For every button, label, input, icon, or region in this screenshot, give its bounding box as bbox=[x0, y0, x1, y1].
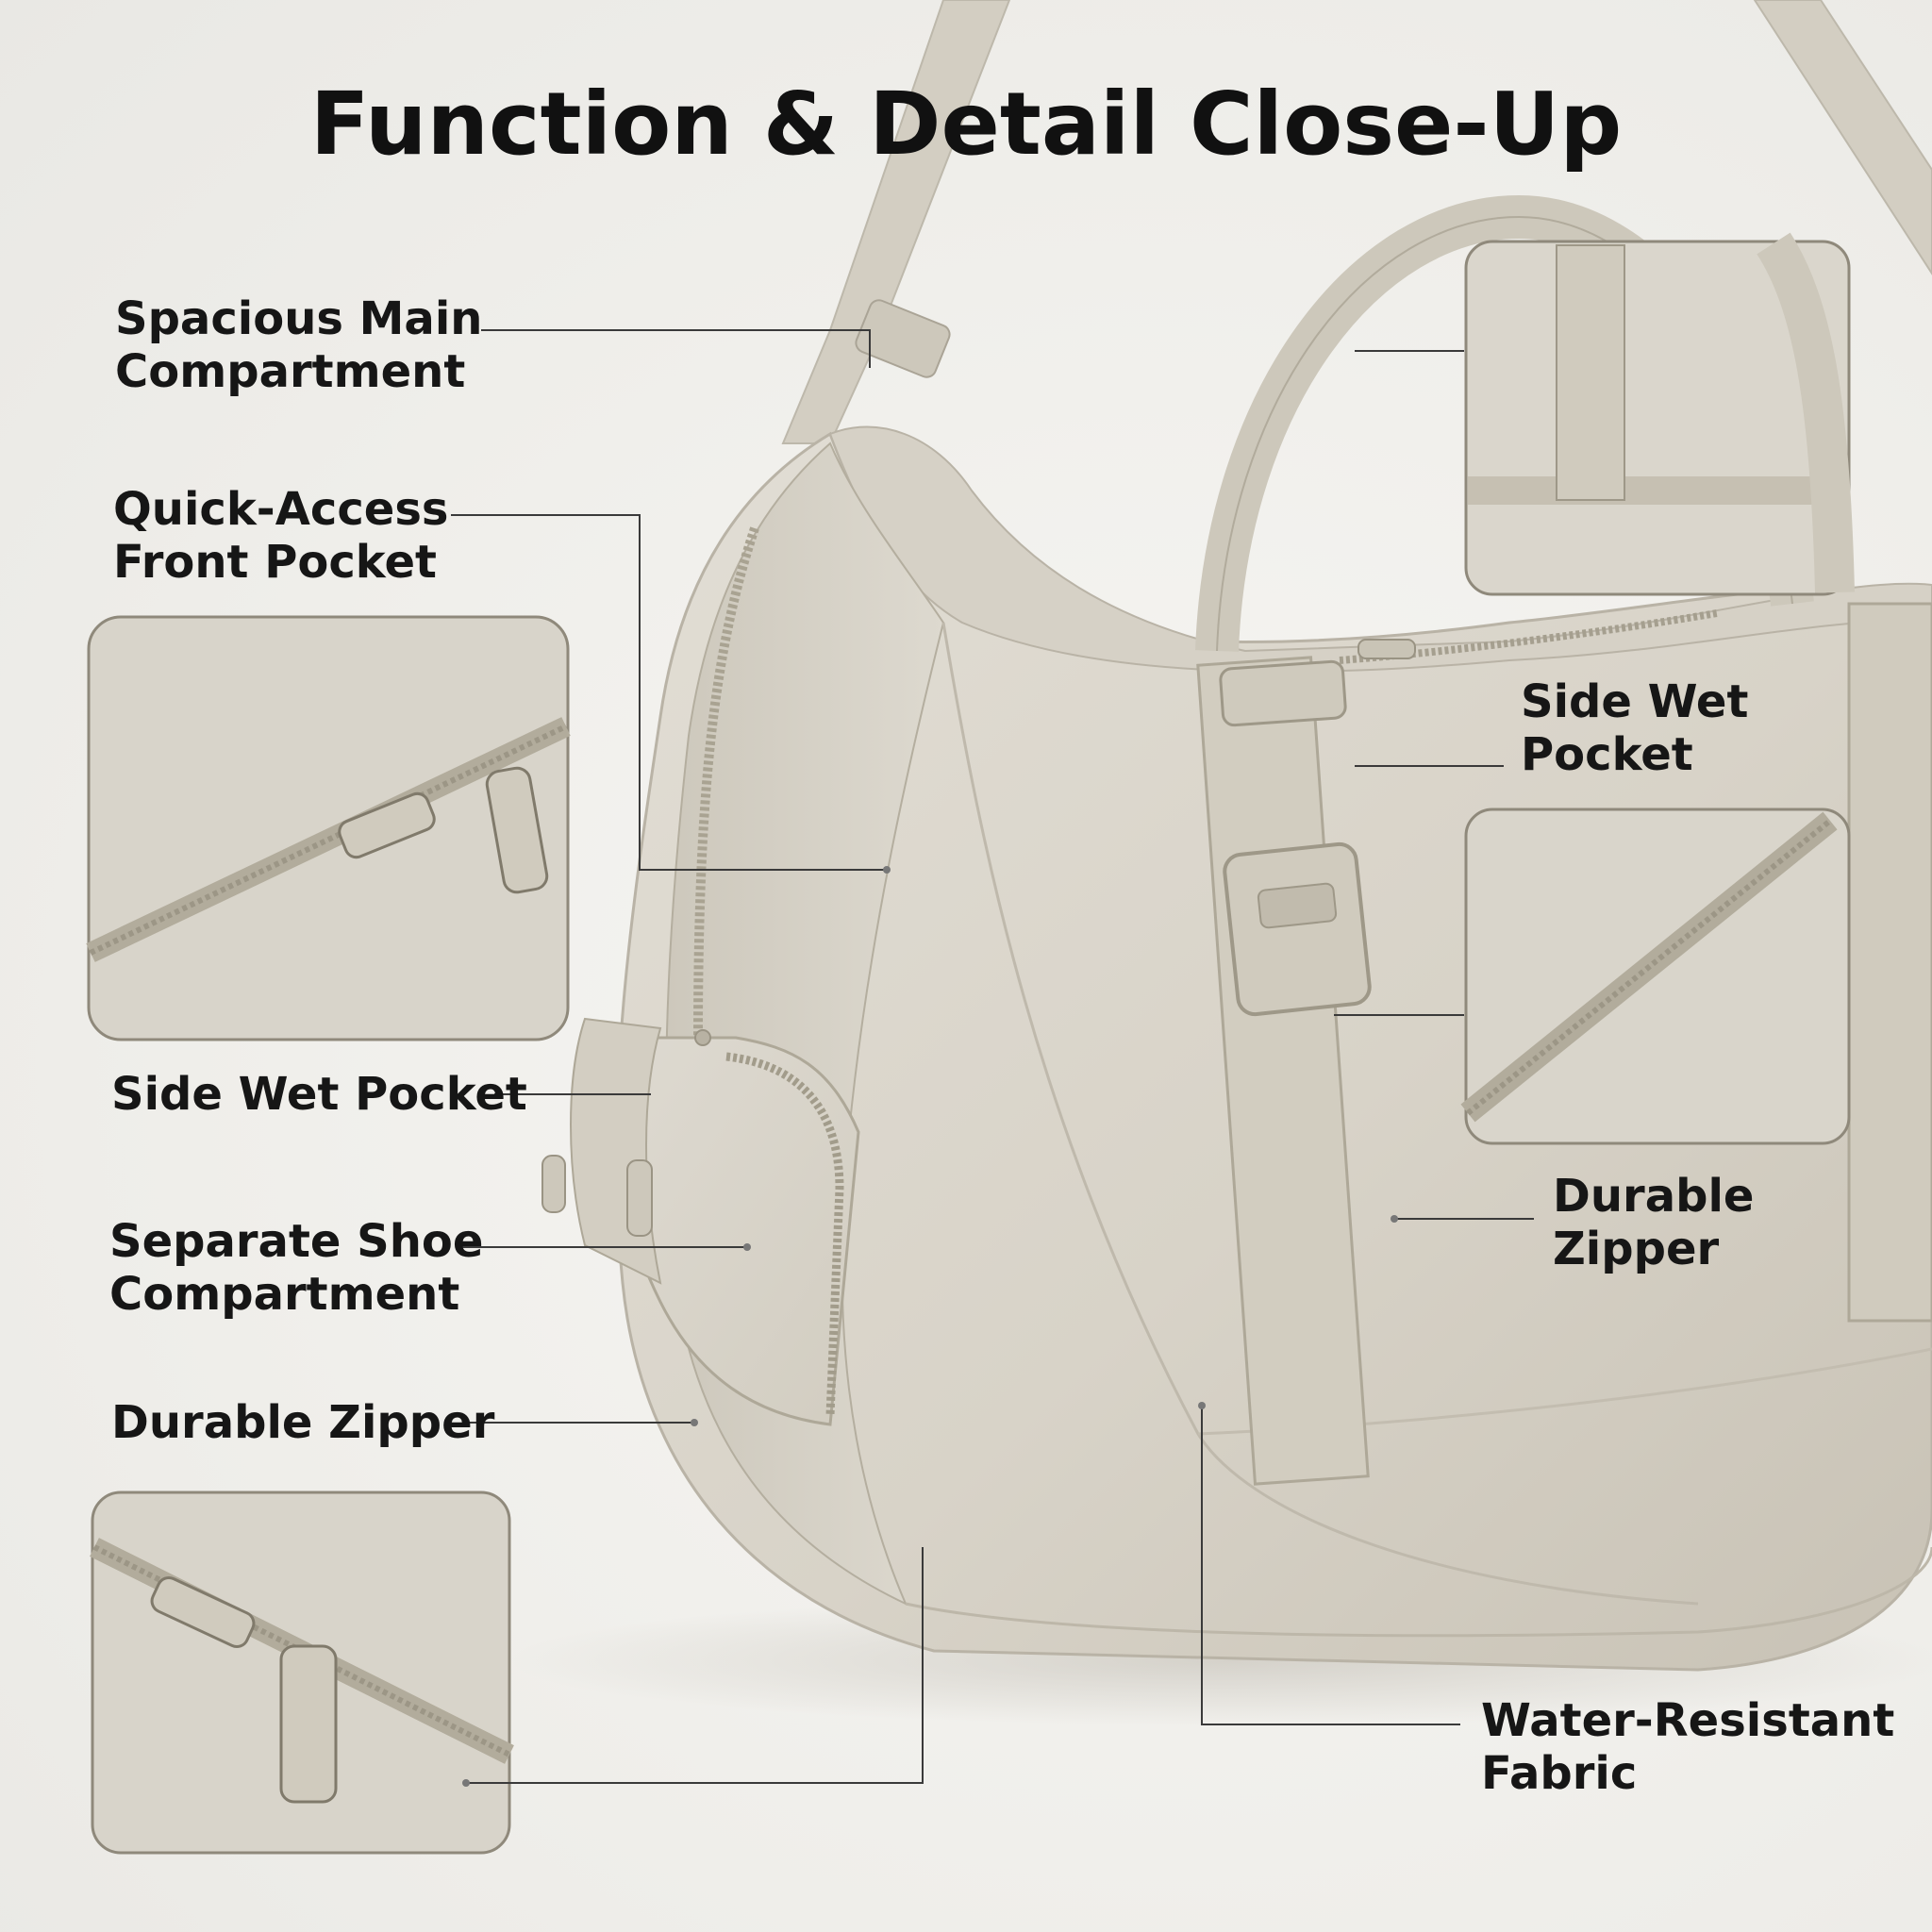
front-strap-right bbox=[1847, 602, 1932, 1323]
label-side-wet-pocket-left: Side Wet Pocket bbox=[111, 1068, 527, 1121]
label-durable-zipper-left: Durable Zipper bbox=[111, 1396, 495, 1449]
callout-dots bbox=[462, 866, 1398, 1787]
label-front-pocket: Quick-Access Front Pocket bbox=[113, 483, 449, 589]
side-zipper bbox=[693, 526, 759, 1039]
zipper-pull-group bbox=[541, 1029, 711, 1237]
label-water-resistant-fabric: Water-Resistant Fabric bbox=[1481, 1694, 1895, 1800]
shoulder-strap bbox=[781, 0, 1011, 444]
label-durable-zipper-right: Durable Zipper bbox=[1553, 1170, 1755, 1275]
label-side-wet-pocket-right: Side Wet Pocket bbox=[1521, 675, 1749, 781]
callout-lines bbox=[451, 329, 1534, 1784]
buckle-slot bbox=[1257, 882, 1338, 929]
shoulder-strap-right bbox=[1753, 0, 1932, 275]
buckle bbox=[1223, 841, 1372, 1017]
inset-wet-pocket-closeup bbox=[1460, 808, 1851, 1145]
label-main-compartment: Spacious Main Compartment bbox=[115, 292, 483, 398]
inset-front-pocket-closeup bbox=[86, 615, 571, 1041]
side-wet-pocket-shape bbox=[570, 1017, 662, 1285]
top-zipper-pull bbox=[1357, 639, 1416, 659]
top-zipper bbox=[1339, 609, 1718, 664]
buckle-loop bbox=[1219, 659, 1347, 727]
panel-seam bbox=[941, 622, 1699, 1606]
bottom-seam bbox=[905, 1546, 1932, 1638]
page-title: Function & Detail Close-Up bbox=[309, 74, 1623, 175]
inset-shoe-zipper-closeup bbox=[90, 1491, 514, 1855]
inset-handle-loop-closeup bbox=[1464, 232, 1855, 596]
shoe-compartment-zipper bbox=[725, 1052, 844, 1416]
strap-slider bbox=[855, 299, 951, 378]
label-shoe-compartment: Separate Shoe Compartment bbox=[109, 1215, 484, 1321]
